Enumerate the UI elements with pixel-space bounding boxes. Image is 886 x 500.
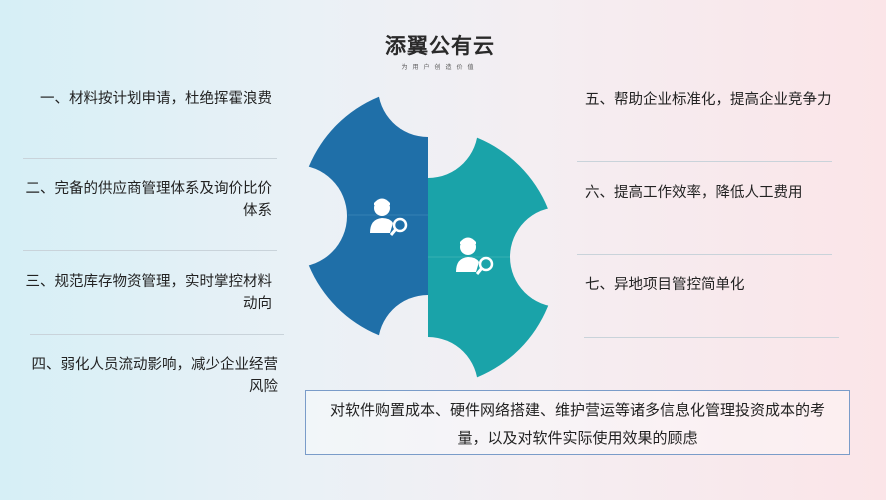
user-search-icon	[370, 198, 408, 236]
left-item-3: 三、规范库存物资管理，实时掌控材料动向	[25, 274, 273, 312]
brand-subtitle: 为用户创造价值	[401, 64, 479, 71]
divider	[23, 250, 277, 251]
left-item-1: 一、材料按计划申请，杜绝挥霍浪费	[40, 91, 272, 107]
divider	[577, 254, 832, 255]
left-puzzle-piece	[299, 87, 428, 345]
divider	[30, 334, 284, 335]
divider	[577, 161, 832, 162]
bottom-note-text: 对软件购置成本、硬件网络搭建、维护营运等诸多信息化管理投资成本的考量，以及对软件…	[329, 401, 825, 447]
right-puzzle-piece	[428, 128, 558, 387]
brand-title: 添翼公有云	[385, 34, 495, 58]
left-item-2: 二、完备的供应商管理体系及询价比价体系	[25, 181, 273, 219]
left-item-4: 四、弱化人员流动影响，减少企业经营风险	[31, 357, 279, 395]
right-item-7: 七、异地项目管控简单化	[585, 277, 745, 293]
bottom-note-box: 对软件购置成本、硬件网络搭建、维护营运等诸多信息化管理投资成本的考量，以及对软件…	[305, 390, 850, 455]
divider	[584, 337, 839, 338]
right-item-5: 五、帮助企业标准化，提高企业竞争力	[585, 92, 832, 108]
brand-logo: 添翼公有云 为用户创造价值	[360, 30, 520, 71]
user-search-icon	[456, 237, 494, 275]
right-item-6: 六、提高工作效率，降低人工费用	[585, 185, 803, 201]
divider	[23, 158, 277, 159]
